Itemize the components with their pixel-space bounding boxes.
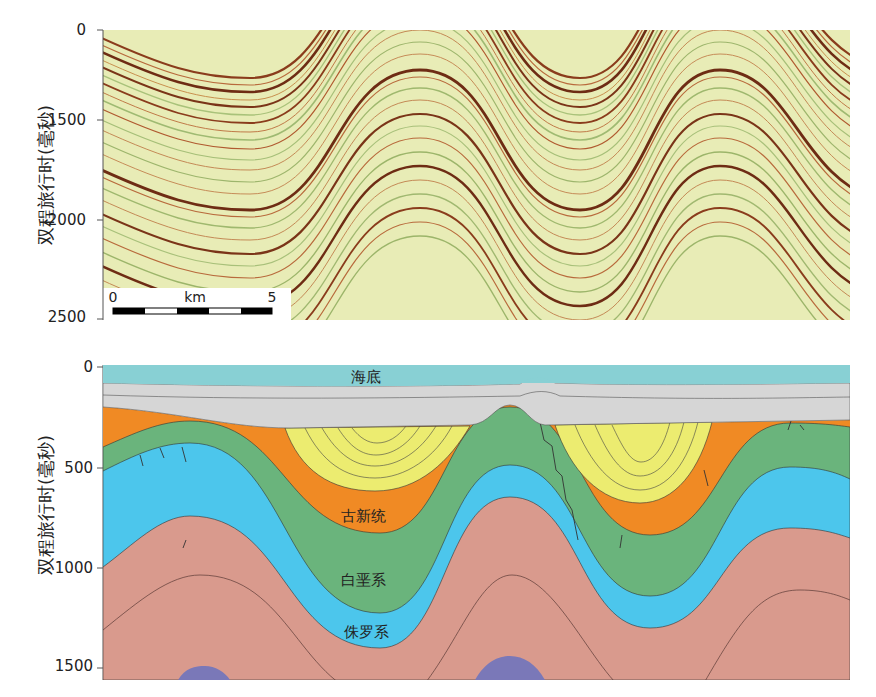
scale-bar (113, 308, 272, 314)
axis-tick-label: 0 (76, 22, 86, 39)
layer-label: 侏罗系 (344, 624, 389, 641)
seismic-image (103, 30, 850, 320)
axis-title: 双程旅行时(毫秒) (36, 435, 56, 575)
axis-ticks (97, 30, 103, 680)
scale-label: km (184, 290, 206, 305)
layer-label: 白垩系 (341, 572, 386, 589)
axis-tick-label: 1000 (55, 560, 93, 577)
axis-tick-label: 0 (83, 359, 93, 376)
scale-label: 5 (268, 290, 277, 305)
layer-label: 海底 (351, 369, 381, 386)
axis-title: 双程旅行时(毫秒) (36, 105, 56, 245)
axis-tick-label: 2500 (48, 309, 86, 326)
layer-label: 古新统 (341, 508, 386, 525)
scale-label: 0 (109, 290, 118, 305)
axis-tick-label: 500 (64, 460, 93, 477)
axis-tick-label: 1500 (55, 658, 93, 675)
geologic-section (103, 365, 850, 680)
